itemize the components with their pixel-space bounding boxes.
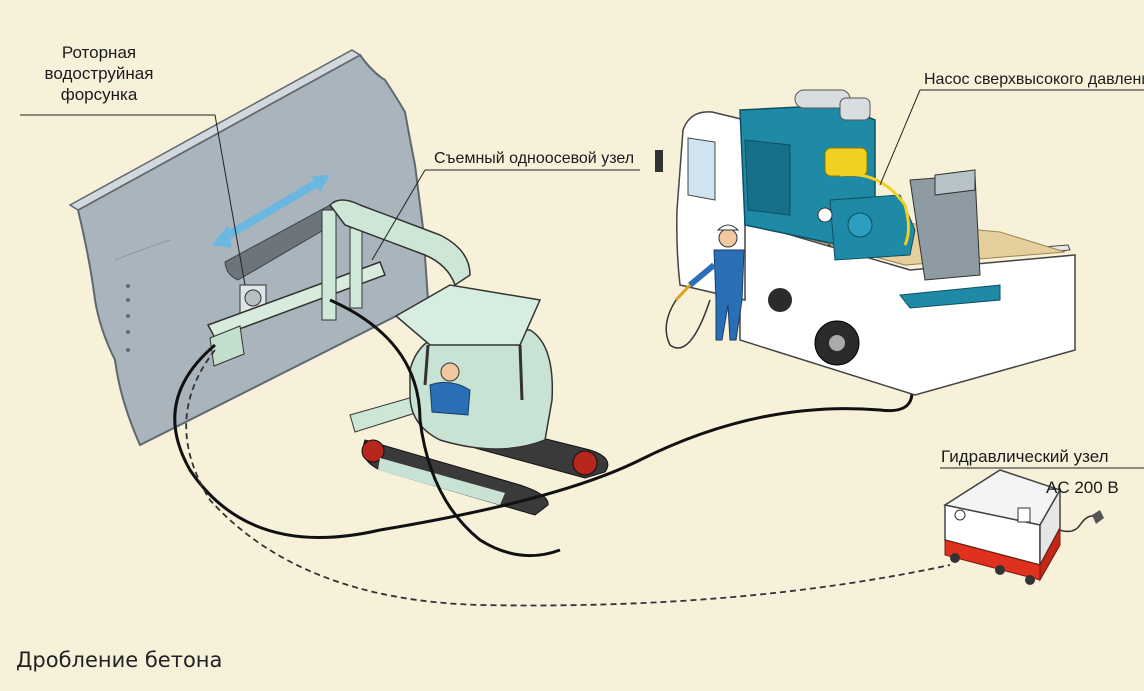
operator (429, 362, 471, 416)
worker-with-lance (665, 224, 745, 349)
label-rotary-nozzle-line-3: форсунка (60, 85, 138, 104)
label-rotary-nozzle-line-1: Роторная (61, 43, 137, 62)
power-plug (1092, 510, 1104, 524)
mini-excavator (329, 199, 609, 516)
label-rotary-nozzle-line-2: водоструйная (44, 64, 154, 83)
label-power: AC 200 В (1046, 478, 1119, 497)
uniaxial-unit (206, 209, 386, 367)
label-hp-pump: Насос сверхвысокого давлени (924, 71, 1144, 88)
label-hydraulic-unit: Гидравлический узел (941, 447, 1109, 466)
hydraulic-unit (943, 469, 1062, 585)
label-uniaxial-unit: Съемный одноосевой узел (434, 150, 635, 167)
hp-pump-unit (739, 89, 1001, 309)
concrete-wall (68, 49, 430, 447)
leader-lines (20, 89, 1144, 469)
movement-arrow (212, 175, 330, 248)
figure-caption: Дробление бетона (16, 648, 223, 672)
label-rotary-nozzle: Роторная водоструйная форсунка (24, 42, 174, 105)
